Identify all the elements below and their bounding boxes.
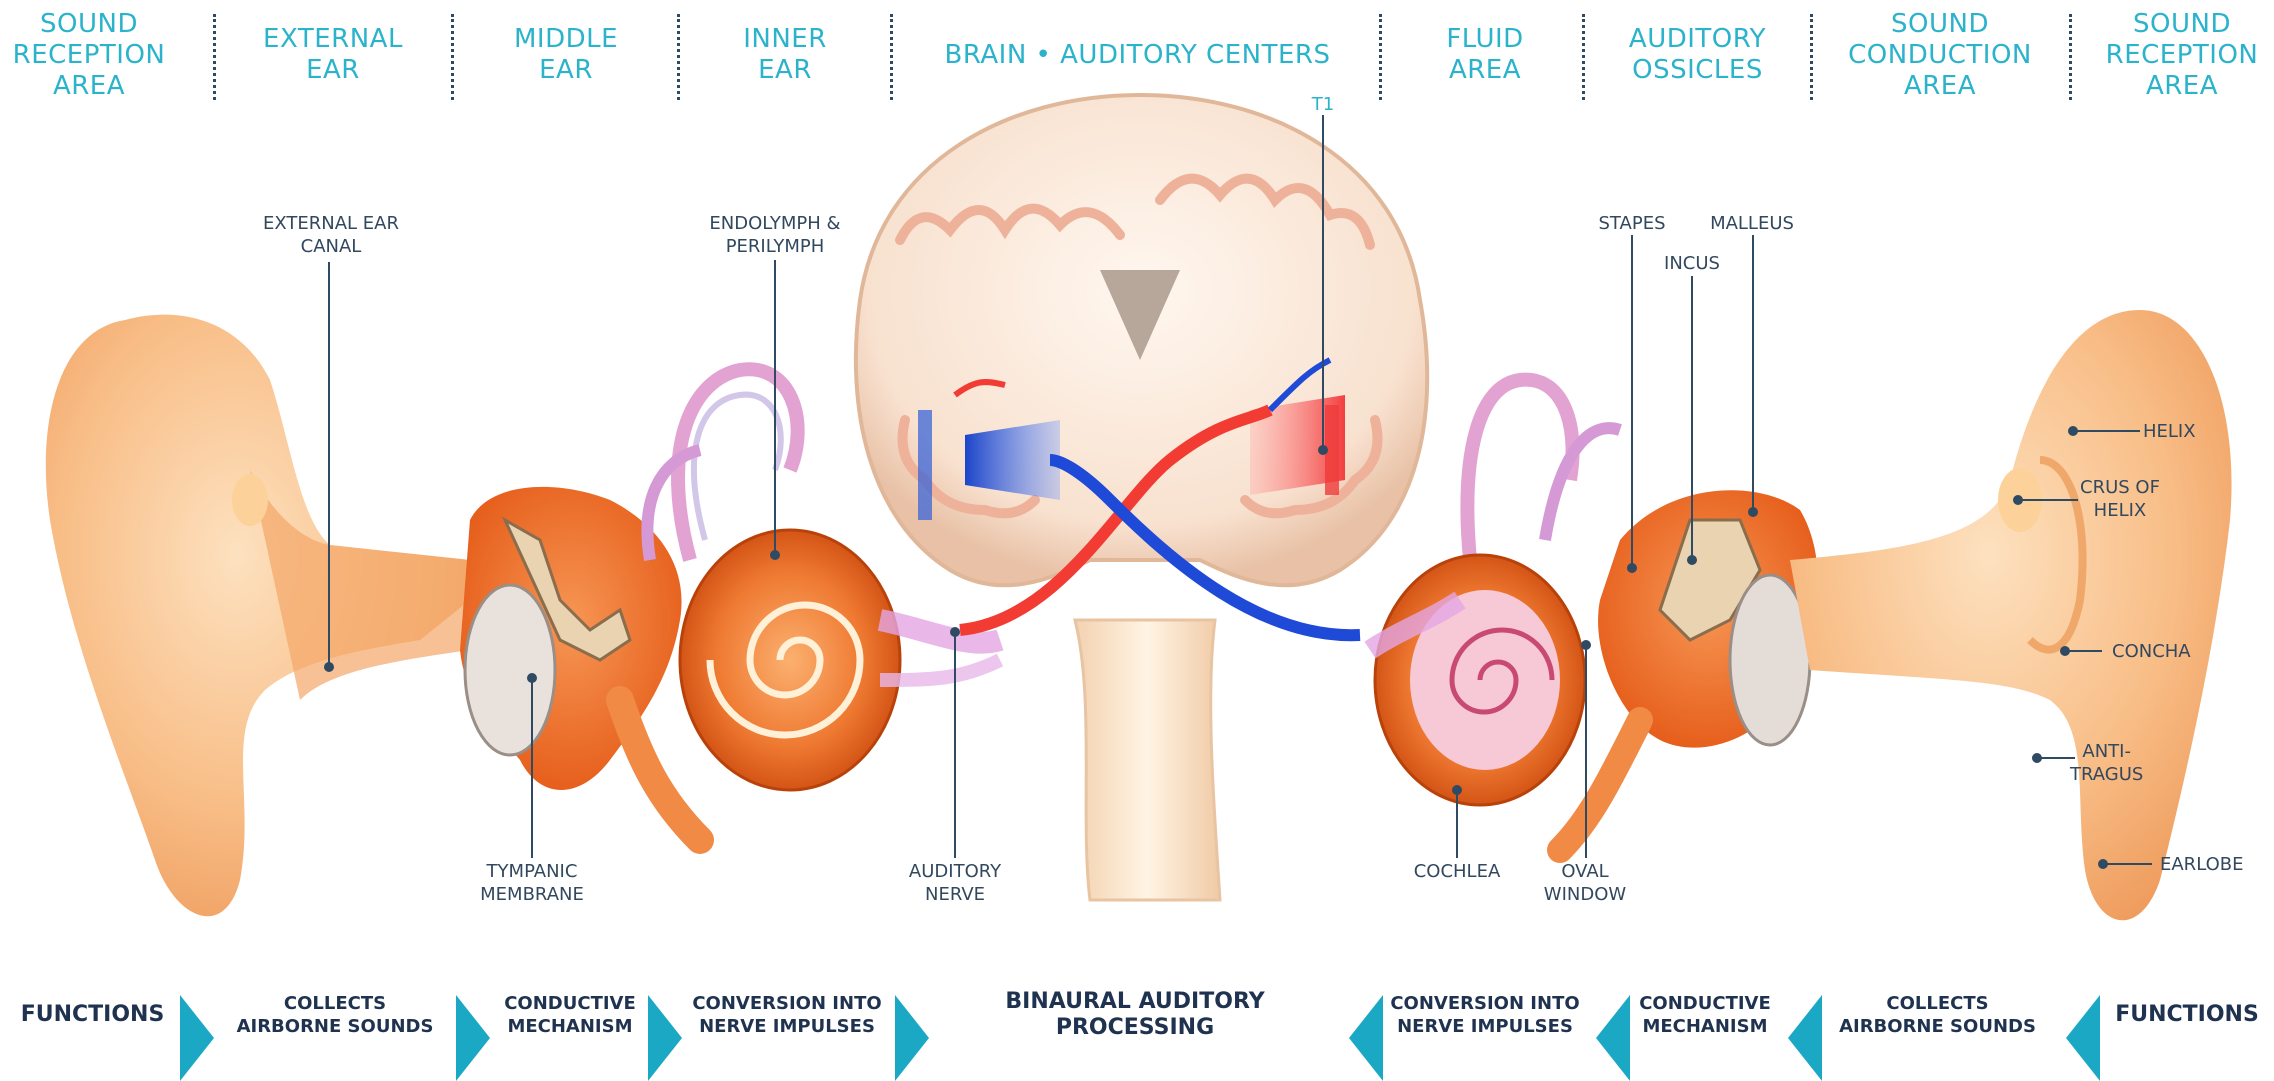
label-t1: T1 xyxy=(1312,93,1334,116)
chevron-right-icon xyxy=(895,995,935,1081)
label-endolymph-perilymph: ENDOLYMPH & PERILYMPH xyxy=(709,212,840,258)
function-collects-airborne-right: COLLECTS AIRBORNE SOUNDS xyxy=(1825,960,2050,1070)
brain-coronal-section xyxy=(856,95,1427,900)
label-external-ear-canal: EXTERNAL EAR CANAL xyxy=(263,212,399,258)
label-malleus: MALLEUS xyxy=(1710,212,1794,235)
function-collects-airborne-left: COLLECTS AIRBORNE SOUNDS xyxy=(225,960,445,1070)
functions-left-label: FUNCTIONS xyxy=(0,960,185,1070)
chevron-right-icon xyxy=(180,995,220,1081)
label-auditory-nerve: AUDITORY NERVE xyxy=(909,860,1001,906)
function-conductive-right: CONDUCTIVE MECHANISM xyxy=(1630,960,1780,1070)
label-helix: HELIX xyxy=(2143,420,2196,443)
left-outer-ear xyxy=(46,315,470,917)
label-earlobe: EARLOBE xyxy=(2160,853,2243,876)
chevron-right-icon xyxy=(648,995,688,1081)
chevron-right-icon xyxy=(456,995,496,1081)
function-binaural-processing: BINAURAL AUDITORY PROCESSING xyxy=(935,960,1335,1070)
chevron-left-icon xyxy=(1343,995,1383,1081)
function-conductive-left: CONDUCTIVE MECHANISM xyxy=(495,960,645,1070)
function-conversion-right: CONVERSION INTO NERVE IMPULSES xyxy=(1385,960,1585,1070)
chevron-left-icon xyxy=(1782,995,1822,1081)
label-stapes: STAPES xyxy=(1599,212,1666,235)
chevron-left-icon xyxy=(1590,995,1630,1081)
label-cochlea: COCHLEA xyxy=(1414,860,1501,883)
label-oval-window: OVAL WINDOW xyxy=(1544,860,1626,906)
right-middle-ear xyxy=(1560,490,1818,850)
function-conversion-left: CONVERSION INTO NERVE IMPULSES xyxy=(687,960,887,1070)
label-tympanic-membrane: TYMPANIC MEMBRANE xyxy=(480,860,584,906)
label-crus-of-helix: CRUS OF HELIX xyxy=(2080,476,2160,522)
label-incus: INCUS xyxy=(1664,252,1720,275)
left-middle-ear xyxy=(460,487,700,840)
chevron-left-icon xyxy=(2060,995,2100,1081)
functions-right-label: FUNCTIONS xyxy=(2100,960,2274,1070)
label-anti-tragus: ANTI- TRAGUS xyxy=(2070,740,2143,786)
right-outer-ear xyxy=(1790,310,2232,920)
label-concha: CONCHA xyxy=(2112,640,2191,663)
